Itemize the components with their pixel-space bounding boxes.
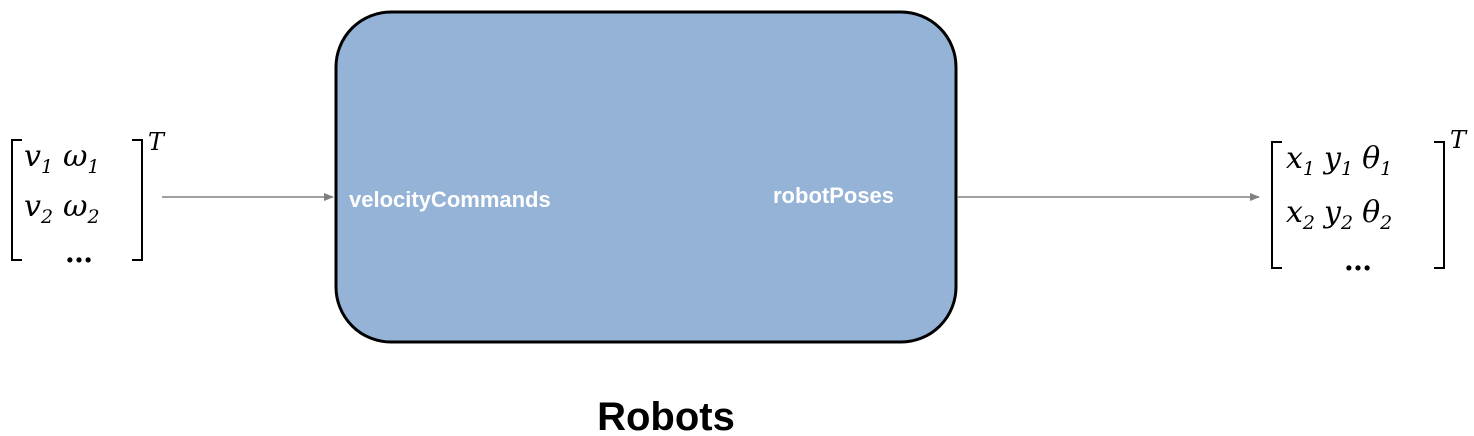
input-port-label: velocityCommands — [349, 187, 551, 212]
output-row2-y-subscript: 2 — [1340, 212, 1353, 234]
output-row2-y: y — [1322, 195, 1342, 230]
output-row1-y-subscript: 1 — [1341, 158, 1353, 180]
robots-block[interactable] — [334, 10, 958, 344]
output-matrix-right-bracket — [1434, 141, 1445, 269]
output-row2-theta-subscript: 2 — [1379, 212, 1392, 234]
input-row1-v-subscript: 1 — [41, 156, 53, 178]
input-row2-omega: ω — [63, 189, 87, 224]
output-matrix-ellipsis: … — [1344, 244, 1372, 277]
output-row2-x-subscript: 2 — [1302, 212, 1315, 234]
output-row2-x: x — [1286, 195, 1303, 230]
output-row1-x: x — [1286, 141, 1303, 176]
input-row1-omega: ω — [63, 139, 87, 174]
input-row1-omega-subscript: 1 — [88, 156, 100, 178]
output-row1-y: y — [1322, 141, 1342, 176]
input-matrix-ellipsis: … — [65, 236, 93, 269]
input-matrix-left-bracket — [11, 139, 22, 261]
input-matrix-transpose: T — [148, 128, 166, 156]
output-row1-theta: θ — [1362, 141, 1380, 176]
output-row1-theta-subscript: 1 — [1380, 158, 1392, 180]
output-row1-x-subscript: 1 — [1303, 158, 1315, 180]
input-row2-v-subscript: 2 — [40, 206, 53, 228]
output-matrix-left-bracket — [1271, 141, 1282, 269]
block-title: Robots — [597, 395, 735, 436]
input-matrix-right-bracket — [132, 139, 143, 261]
input-row1-v: v — [24, 139, 41, 174]
output-port-label: robotPoses — [773, 183, 894, 208]
output-matrix-transpose: T — [1450, 126, 1468, 154]
input-row2-omega-subscript: 2 — [87, 206, 100, 228]
input-row2-v: v — [24, 189, 41, 224]
output-row2-theta: θ — [1362, 195, 1380, 230]
